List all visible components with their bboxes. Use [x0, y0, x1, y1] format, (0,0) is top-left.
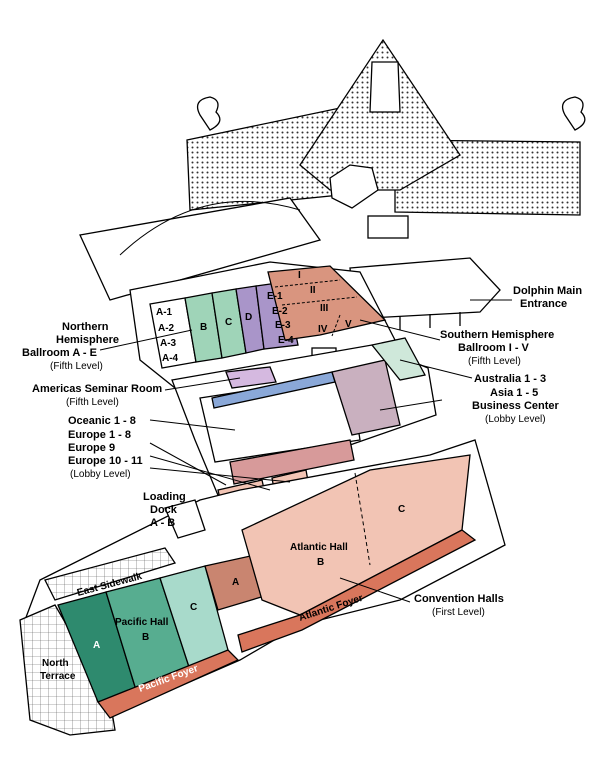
room-a4: A-4 — [162, 353, 179, 364]
pacific-hall-c-label: C — [190, 602, 197, 613]
dolphin-entrance-label-1: Dolphin Main — [513, 285, 582, 297]
room-a3: A-3 — [160, 338, 177, 349]
north-terrace-label-2: Terrace — [40, 671, 76, 682]
room-v: V — [345, 319, 352, 330]
atlantic-hall-a-label: A — [232, 577, 239, 588]
loading-label-2: Dock — [150, 504, 178, 516]
atlantic-hall-label: Atlantic Hall — [290, 542, 348, 553]
northern-label-1: Northern — [62, 321, 109, 333]
leader-lines — [99, 299, 512, 603]
pacific-hall-a-label: A — [93, 640, 100, 651]
pacific-hall-b-label: B — [142, 632, 149, 643]
loading-label-1: Loading — [143, 491, 186, 503]
europe-1-8-label: Europe 1 - 8 — [68, 429, 131, 441]
first-level — [19, 439, 506, 736]
asia-label-1: Asia 1 - 5 — [490, 387, 538, 399]
room-iv: IV — [318, 324, 328, 335]
room-i: I — [298, 270, 301, 281]
room-c: C — [225, 317, 232, 328]
europe-lobby-label: (Lobby Level) — [70, 469, 131, 480]
atlantic-hall-b-label: B — [317, 557, 324, 568]
room-e4: E-4 — [278, 335, 294, 346]
asia-label-3: (Lobby Level) — [485, 414, 546, 425]
oceanic-label: Oceanic 1 - 8 — [68, 415, 136, 427]
convention-halls-label-1: Convention Halls — [414, 593, 504, 605]
convention-halls-label-2: (First Level) — [432, 607, 485, 618]
room-ii: II — [310, 285, 316, 296]
room-iii: III — [320, 303, 329, 314]
room-b: B — [200, 322, 207, 333]
north-terrace-label-1: North — [42, 658, 69, 669]
americas-seminar-room[interactable] — [225, 366, 277, 389]
southern-label-3: (Fifth Level) — [468, 356, 521, 367]
room-a1: A-1 — [156, 307, 173, 318]
room-e3: E-3 — [275, 320, 291, 331]
east-sidewalk — [44, 547, 177, 601]
hotel-building — [79, 38, 586, 301]
dolphin-entrance-label-2: Entrance — [520, 298, 567, 310]
room-e1: E-1 — [267, 291, 283, 302]
southern-label-1: Southern Hemisphere — [440, 329, 554, 341]
atlantic-hall-c-label: C — [398, 504, 405, 515]
atlantic-foyer[interactable] — [237, 529, 477, 653]
americas-label-1: Americas Seminar Room — [32, 383, 162, 395]
northern-label-3: Ballroom A - E — [22, 347, 97, 359]
callout-labels: Dolphin Main Entrance Northern Hemispher… — [22, 285, 582, 618]
pacific-foyer[interactable] — [96, 649, 240, 719]
loading-dock — [164, 499, 206, 539]
asia-rooms[interactable] — [331, 359, 401, 436]
europe-9-label: Europe 9 — [68, 442, 115, 454]
northern-label-2: Hemisphere — [56, 334, 119, 346]
loading-label-3: A - B — [150, 517, 175, 529]
australia-rooms[interactable] — [370, 337, 426, 381]
americas-label-2: (Fifth Level) — [66, 397, 119, 408]
room-a2: A-2 — [158, 323, 175, 334]
southern-label-2: Ballroom I - V — [458, 342, 530, 354]
room-d: D — [245, 312, 252, 323]
northern-label-4: (Fifth Level) — [50, 361, 103, 372]
room-e2: E-2 — [272, 306, 288, 317]
europe-10-11-label: Europe 10 - 11 — [68, 455, 143, 467]
asia-label-2: Business Center — [472, 400, 560, 412]
australia-label: Australia 1 - 3 — [474, 373, 546, 385]
north-terrace — [19, 604, 116, 736]
pacific-hall-label: Pacific Hall — [115, 617, 169, 628]
